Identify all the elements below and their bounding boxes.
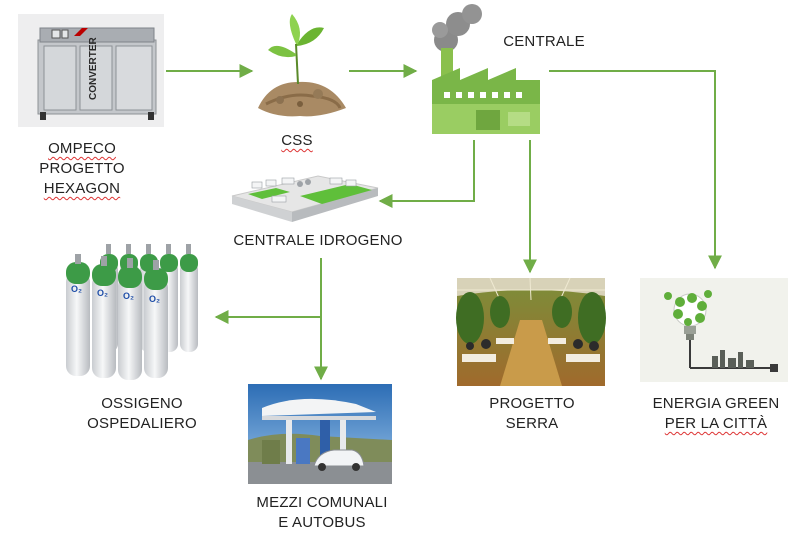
- label-serra: PROGETTO SERRA: [468, 394, 596, 434]
- converter-machine-image: CONVERTER: [18, 14, 164, 127]
- label-converter-line-1: OMPECO: [48, 140, 116, 157]
- cylinder-label-2: O₂: [97, 288, 108, 298]
- label-ossigeno: OSSIGENO OSPEDALIERO: [72, 394, 212, 434]
- cylinder-label-1: O₂: [71, 284, 82, 294]
- label-serra-line-2: SERRA: [505, 415, 559, 432]
- label-centrale: CENTRALE: [494, 32, 594, 52]
- seedling-leaf-left: [268, 45, 296, 58]
- hydrogen-plant-image: [231, 175, 379, 222]
- arrow-centrale-to-energia: [549, 70, 722, 270]
- charging-station-image: [248, 384, 392, 484]
- label-converter: OMPECO PROGETTO HEXAGON: [26, 139, 138, 199]
- label-ossigeno-line-1: OSSIGENO: [101, 395, 183, 412]
- css-seedling-image: [258, 14, 346, 117]
- label-ossigeno-line-2: OSPEDALIERO: [87, 415, 197, 432]
- factory-image: [432, 4, 540, 134]
- label-centrale-line-1: CENTRALE: [503, 33, 585, 50]
- label-mezzi: MEZZI COMUNALI E AUTOBUS: [234, 493, 410, 533]
- eco-bulb-image: [640, 278, 788, 382]
- arrow-centrale-to-idrogeno: [378, 140, 475, 208]
- label-mezzi-line-2: E AUTOBUS: [278, 514, 366, 531]
- converter-brand-text: CONVERTER: [88, 36, 99, 100]
- arrows: [166, 64, 722, 381]
- label-energia: ENERGIA GREEN PER LA CITTÀ: [636, 394, 796, 434]
- car-shape: [313, 449, 365, 467]
- label-converter-line-3: HEXAGON: [43, 180, 121, 197]
- label-energia-line-1: ENERGIA GREEN: [652, 395, 780, 412]
- greenhouse-image: [456, 277, 606, 386]
- oxygen-cylinders-image: O₂ O₂ O₂ O₂: [66, 236, 212, 382]
- cylinder-label-4: O₂: [149, 294, 160, 304]
- label-converter-line-2: PROGETTO: [39, 160, 125, 177]
- cylinder-label-3: O₂: [123, 291, 134, 301]
- seedling-leaf-right: [297, 27, 324, 46]
- label-css: CSS: [262, 131, 332, 151]
- label-centrale-idrogeno: CENTRALE IDROGENO: [226, 231, 410, 251]
- arrow-idrogeno-to-ossigeno: [214, 258, 322, 324]
- label-energia-line-2: PER LA CITTÀ: [664, 415, 768, 432]
- seedling-leaf-top: [289, 14, 300, 44]
- label-mezzi-line-1: MEZZI COMUNALI: [256, 494, 388, 511]
- label-centrale-idrogeno-line-1: CENTRALE IDROGENO: [233, 232, 403, 249]
- label-css-line-1: CSS: [281, 132, 313, 149]
- label-serra-line-1: PROGETTO: [489, 395, 575, 412]
